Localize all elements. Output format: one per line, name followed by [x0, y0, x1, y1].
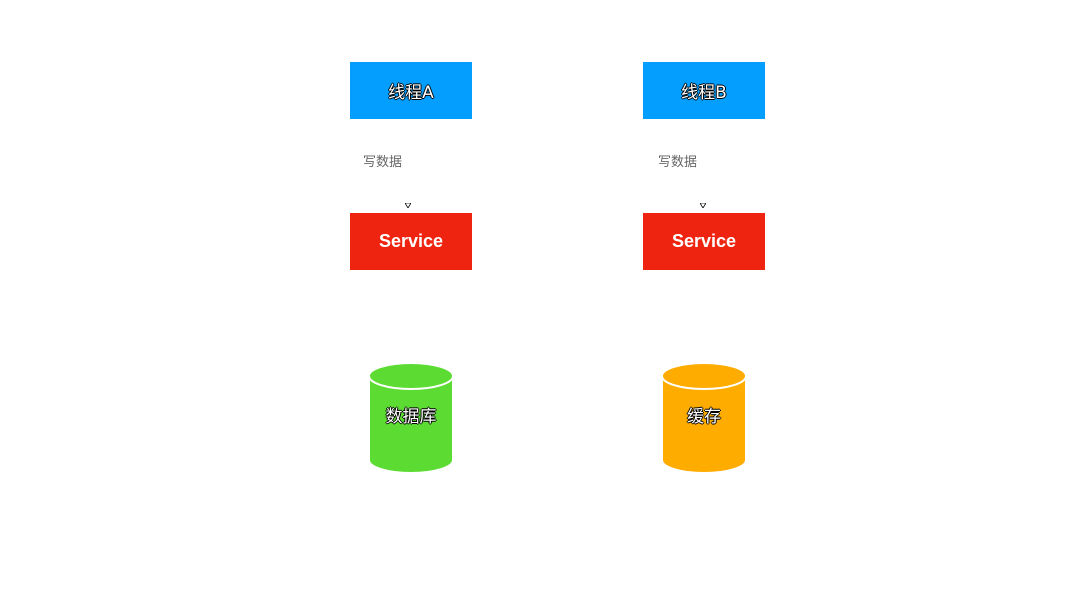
arrowhead-a-icon — [405, 203, 411, 208]
thread-b-label: 线程B — [681, 83, 727, 103]
database-cylinder-icon — [368, 362, 454, 474]
service-b-label: Service — [671, 231, 737, 251]
arrowhead-b-icon — [700, 203, 706, 208]
service-a-node: Service — [350, 213, 472, 270]
thread-a-node: 线程A — [350, 62, 472, 119]
cache-cylinder-icon — [661, 362, 747, 474]
database-label: 数据库 — [385, 407, 437, 427]
thread-a-label: 线程A — [388, 83, 434, 103]
database-node: 数据库 — [368, 362, 454, 474]
edge-label-write-b: 写数据 — [658, 155, 698, 170]
service-b-node: Service — [643, 213, 765, 270]
thread-b-node: 线程B — [643, 62, 765, 119]
service-a-label: Service — [378, 231, 444, 251]
edge-label-write-a: 写数据 — [363, 155, 403, 170]
cache-node: 缓存 — [661, 362, 747, 474]
cache-label: 缓存 — [687, 407, 721, 427]
